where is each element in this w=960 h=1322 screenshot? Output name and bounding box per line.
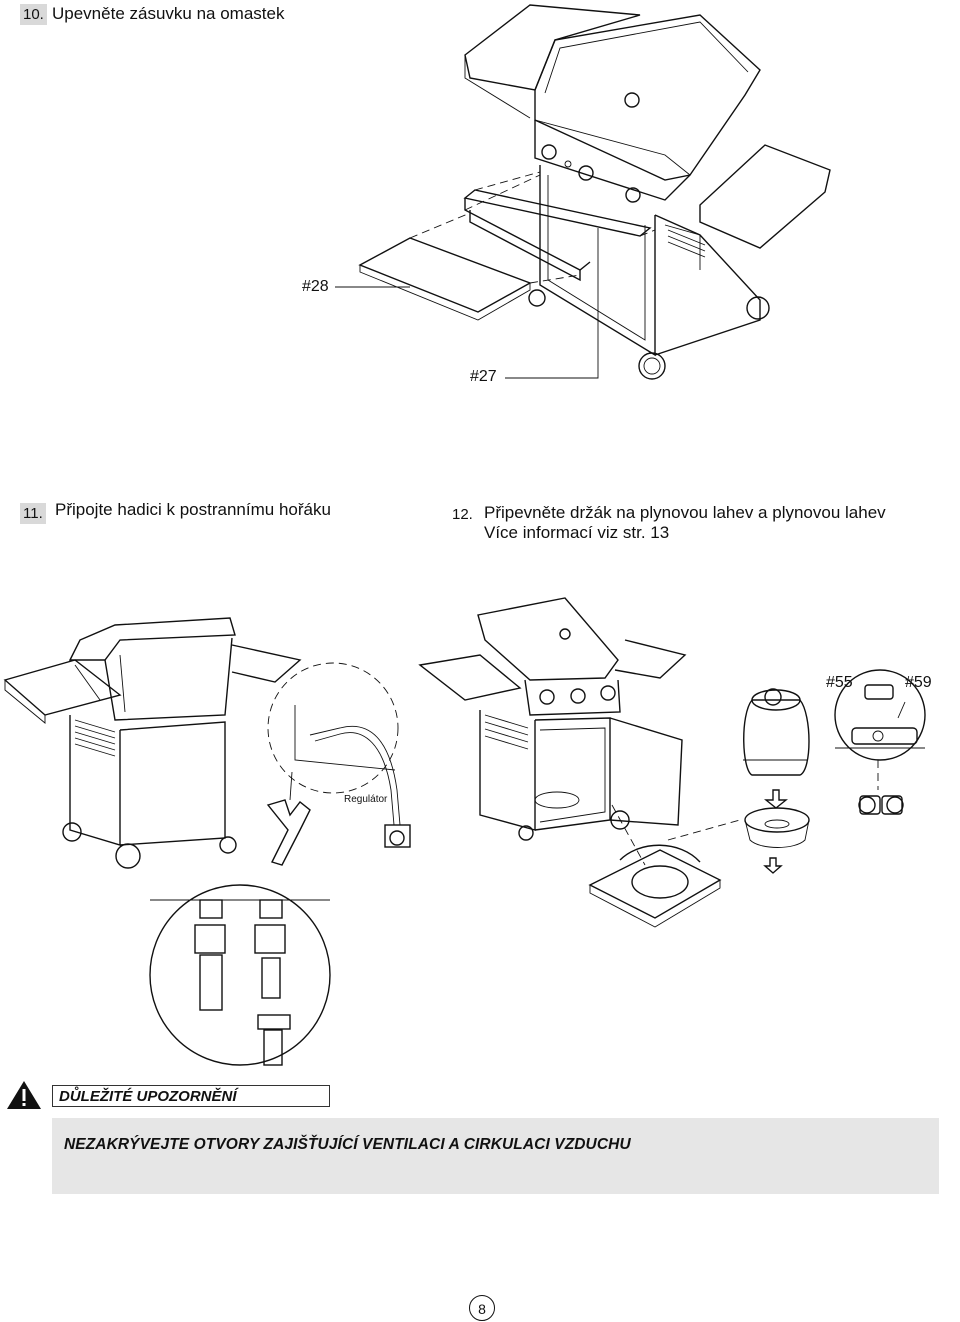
grease-tray-illustration xyxy=(335,4,831,380)
page-number: 8 xyxy=(469,1295,495,1321)
step-10-number: 10. xyxy=(20,4,47,25)
step-12-number: 12. xyxy=(452,506,473,523)
step-10-title: Upevněte zásuvku na omastek xyxy=(52,4,285,23)
part-27-label: #27 xyxy=(470,368,497,385)
warning-box: NEZAKRÝVEJTE OTVORY ZAJIŠŤUJÍCÍ VENTILAC… xyxy=(52,1118,939,1194)
step-11-number: 11. xyxy=(20,503,46,524)
warning-triangle-icon xyxy=(7,1081,41,1109)
step-12-title: Připevněte držák na plynovou lahev a ply… xyxy=(484,503,886,522)
regulator-label: Regulátor xyxy=(344,794,388,805)
step-11-title: Připojte hadici k postrannímu hořáku xyxy=(55,500,331,519)
part-59-label: #59 xyxy=(905,674,932,691)
warning-title: DŮLEŽITÉ UPOZORNĚNÍ xyxy=(52,1085,330,1107)
part-28-label: #28 xyxy=(302,278,329,295)
warning-text: NEZAKRÝVEJTE OTVORY ZAJIŠŤUJÍCÍ VENTILAC… xyxy=(64,1136,631,1153)
part-55-label: #55 xyxy=(826,674,853,691)
step-12-subtitle: Více informací viz str. 13 xyxy=(484,523,670,542)
